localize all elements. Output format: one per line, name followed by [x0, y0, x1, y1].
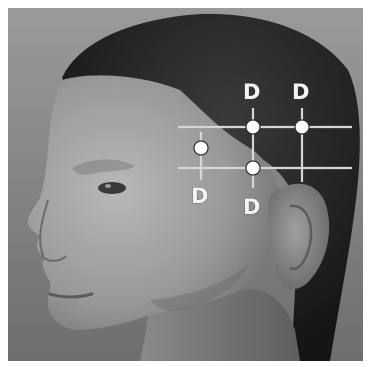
- eye: [98, 182, 126, 194]
- marker-dot-upper-left: [246, 120, 260, 134]
- eye-highlight: [105, 184, 111, 188]
- marker-label-upper-right: D: [292, 80, 309, 104]
- marker-dot-lower-middle: [246, 161, 260, 175]
- marker-dot-upper-right: [295, 120, 309, 134]
- marker-label-lower-middle: D: [243, 195, 260, 219]
- marker-label-upper-left: D: [243, 80, 260, 104]
- marker-dot-lower-left: [194, 141, 208, 155]
- marker-label-lower-left: D: [191, 184, 208, 208]
